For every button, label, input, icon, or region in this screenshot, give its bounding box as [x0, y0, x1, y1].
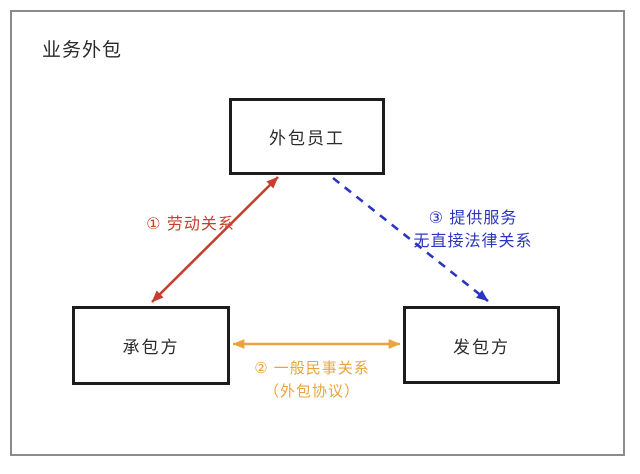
diagram-title: 业务外包	[42, 40, 123, 61]
service-relation-label: ③ 提供服务 无直接法律关系	[399, 207, 547, 253]
service-relation-text-line1: ③ 提供服务	[428, 210, 518, 227]
node-outsourced-employee: 外包员工	[229, 98, 385, 175]
labor-relation-text: ① 劳动关系	[146, 216, 235, 233]
node-contractor: 承包方	[72, 306, 230, 385]
node-client: 发包方	[403, 306, 560, 384]
node-label: 发包方	[453, 337, 510, 357]
civil-relation-label: ② 一般民事关系 （外包协议）	[238, 357, 386, 403]
civil-relation-text-line1: ② 一般民事关系	[254, 360, 370, 377]
labor-relation-label: ① 劳动关系	[118, 214, 263, 236]
node-label: 外包员工	[269, 129, 345, 148]
node-label: 承包方	[122, 338, 180, 357]
service-relation-text-line2: 无直接法律关系	[413, 233, 533, 250]
civil-relation-text-line2: （外包协议）	[263, 383, 360, 400]
